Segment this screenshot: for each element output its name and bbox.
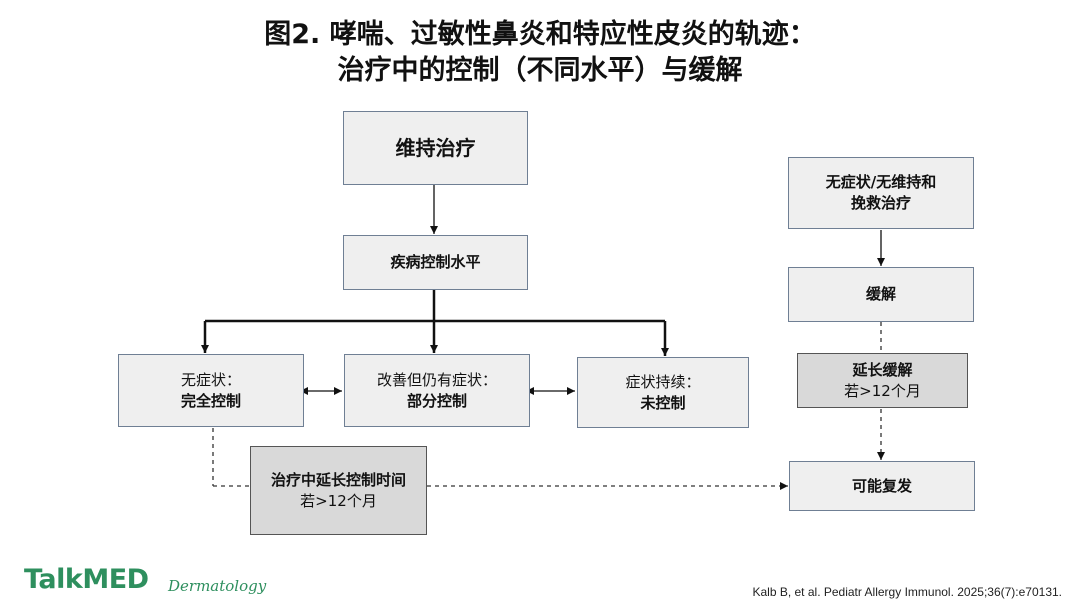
possible-relapse-box: 可能复发 (789, 461, 975, 511)
full-control-line1: 无症状： (180, 370, 241, 389)
diagram-title-line1: 图2. 哮喘、过敏性鼻炎和特应性皮炎的轨迹： (264, 19, 816, 50)
full-control-line2: 完全控制 (180, 391, 241, 410)
prolonged-control-line2: 若>12个月 (300, 491, 377, 510)
possible-relapse-label: 可能复发 (851, 476, 912, 495)
disease-control-level-label: 疾病控制水平 (390, 253, 481, 271)
no-treatment-line1: 无症状/无维持和 (825, 173, 937, 191)
partial-control-line2: 部分控制 (406, 391, 467, 410)
diagram-title-line2: 治疗中的控制（不同水平）与缓解 (337, 55, 743, 86)
maintenance-treatment-label: 维持治疗 (395, 135, 476, 160)
disease-control-level-box: 疾病控制水平 (343, 235, 528, 290)
talkmed-logo: TalkMED (24, 564, 149, 595)
partial-control-box: 改善但仍有症状： 部分控制 (344, 354, 530, 427)
no-treatment-box: 无症状/无维持和 挽救治疗 (788, 157, 974, 229)
remission-box: 缓解 (788, 267, 974, 322)
prolonged-remission-line2: 若>12个月 (844, 381, 921, 400)
dermatology-sublabel: Dermatology (168, 577, 267, 595)
uncontrolled-line2: 未控制 (640, 393, 686, 412)
prolonged-remission-line1: 延长缓解 (852, 360, 913, 379)
prolonged-remission-box: 延长缓解 若>12个月 (797, 353, 968, 408)
prolonged-control-box: 治疗中延长控制时间 若>12个月 (250, 446, 427, 535)
citation-text: Kalb B, et al. Pediatr Allergy Immunol. … (752, 585, 1062, 599)
uncontrolled-line1: 症状持续： (625, 372, 701, 391)
maintenance-treatment-box: 维持治疗 (343, 111, 528, 185)
partial-control-line1: 改善但仍有症状： (376, 370, 497, 389)
uncontrolled-box: 症状持续： 未控制 (577, 357, 749, 428)
no-treatment-line2: 挽救治疗 (850, 194, 911, 212)
prolonged-control-line1: 治疗中延长控制时间 (270, 470, 406, 489)
remission-label: 缓解 (865, 285, 896, 303)
full-control-box: 无症状： 完全控制 (118, 354, 304, 427)
